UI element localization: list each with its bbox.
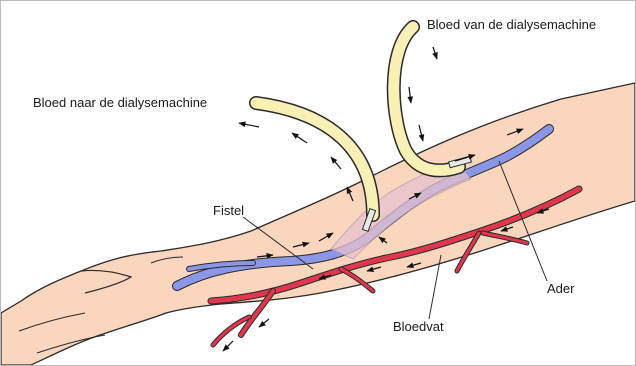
label-blood-from-machine: Bloed van de dialysemachine (427, 17, 596, 33)
label-blood-to-machine: Bloed naar de dialysemachine (33, 95, 207, 111)
label-vein: Ader (547, 281, 574, 297)
label-fistula: Fistel (213, 203, 244, 219)
label-blood-vessel: Bloedvat (393, 319, 444, 335)
